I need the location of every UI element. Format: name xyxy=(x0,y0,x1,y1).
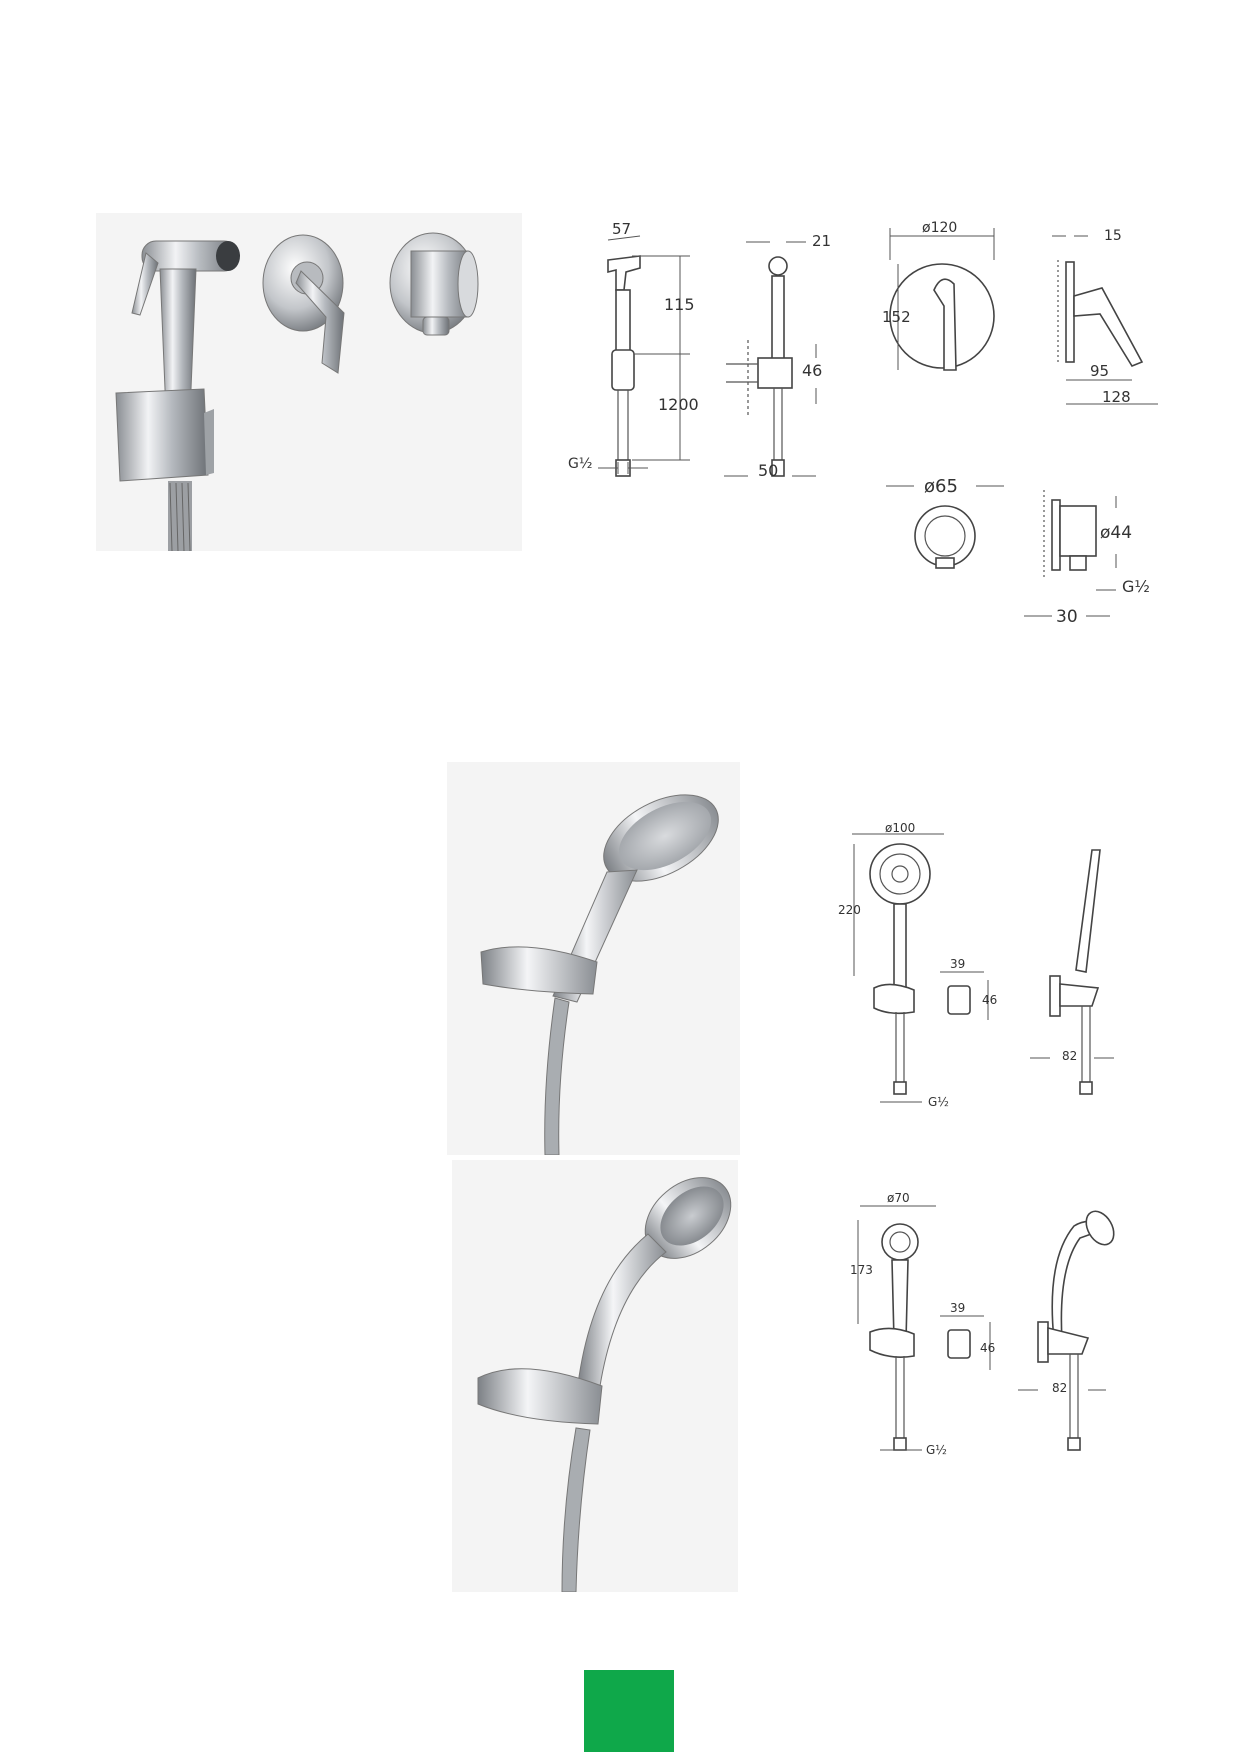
dim-39b: 39 xyxy=(950,1301,965,1315)
bidet-spray-image xyxy=(115,240,240,552)
hand-shower-set-photo-1 xyxy=(447,762,740,1156)
hand-shower-drawing-1: ø100 220 39 46 G½ 82 xyxy=(830,820,1130,1120)
outlet-drawing: ø65 ø44 G½ 30 xyxy=(880,470,1170,630)
dim-65: ø65 xyxy=(924,476,958,497)
dim-46b: 46 xyxy=(980,1341,995,1355)
dim-44: ø44 xyxy=(1100,523,1132,543)
bidet-set-photo xyxy=(96,213,522,552)
page-tab-marker xyxy=(584,1670,674,1752)
dim-82b: 82 xyxy=(1052,1381,1067,1395)
thread-g2: G½ xyxy=(926,1443,947,1457)
dim-82: 82 xyxy=(1062,1049,1077,1063)
hand-shower-set-photo-2 xyxy=(452,1160,738,1593)
mixer-drawing: ø120 152 15 95 128 xyxy=(870,220,1170,420)
dim-100: ø100 xyxy=(885,821,915,835)
dim-30: 30 xyxy=(1056,607,1078,627)
dim-95: 95 xyxy=(1090,362,1109,380)
dim-128: 128 xyxy=(1102,388,1131,406)
dim-220: 220 xyxy=(838,903,861,917)
dim-57: 57 xyxy=(612,220,631,238)
dim-39: 39 xyxy=(950,957,965,971)
dim-50: 50 xyxy=(758,461,778,480)
bidet-spray-drawing: 57 115 1200 G½ 21 46 50 xyxy=(560,220,840,490)
dim-120: ø120 xyxy=(922,220,957,236)
thread-right: G½ xyxy=(1122,577,1150,596)
dim-15: 15 xyxy=(1104,228,1122,244)
thread-g: G½ xyxy=(928,1095,949,1109)
dim-21: 21 xyxy=(812,232,831,250)
hand-shower-drawing-2: ø70 173 39 46 G½ 82 xyxy=(830,1190,1130,1480)
concealed-mixer-image xyxy=(262,234,345,374)
wall-outlet-image xyxy=(389,232,479,336)
dim-46: 46 xyxy=(802,361,822,380)
dim-70: ø70 xyxy=(887,1191,910,1205)
dim-152: 152 xyxy=(882,308,911,326)
dim-173: 173 xyxy=(850,1263,873,1277)
dim-1200: 1200 xyxy=(658,395,699,414)
dim-46: 46 xyxy=(982,993,997,1007)
dim-115: 115 xyxy=(664,295,695,314)
thread-left: G½ xyxy=(568,456,592,472)
